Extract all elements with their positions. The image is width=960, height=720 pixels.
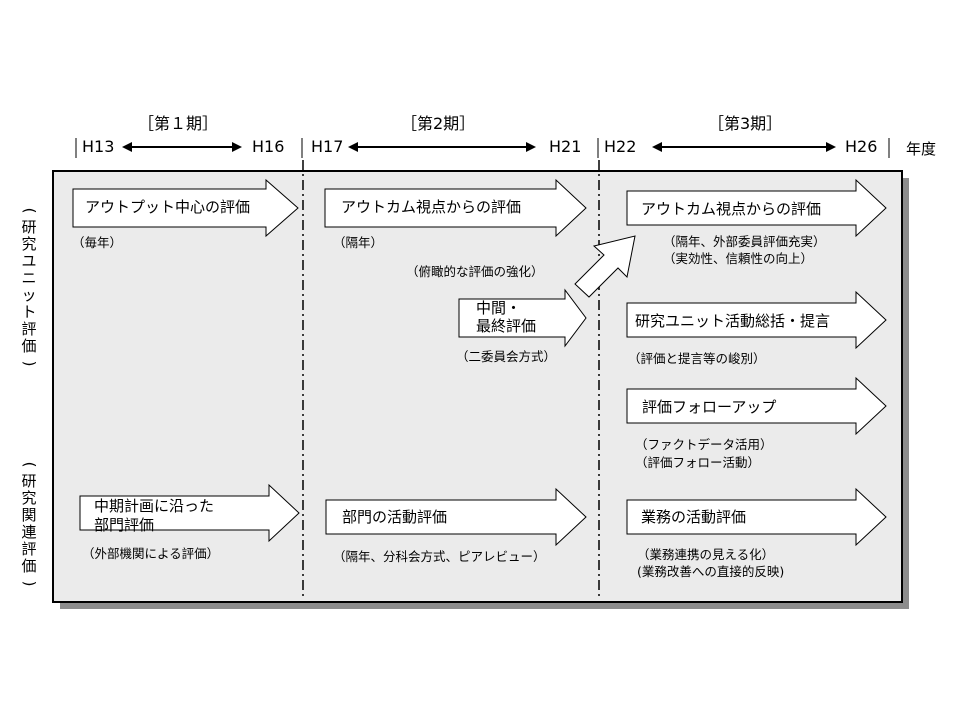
arrow-p3-summary [626, 290, 887, 350]
arrow-p3-follow [626, 376, 887, 436]
row-label-unit-eval: (研究ユニット評価) [20, 207, 39, 367]
arrow-p2-outcome [324, 178, 587, 238]
p3-related-note1: （業務連携の見える化） [637, 547, 775, 562]
p2-mid-arrow-line2: 最終評価 [476, 317, 537, 335]
year-h13: H13 [82, 137, 115, 156]
p3-unit-arrow-label: アウトカム視点からの評価 [641, 200, 822, 218]
year-h26: H26 [845, 137, 878, 156]
arrow-p2-mid-final [458, 288, 587, 348]
p1-unit-arrow-label: アウトプット中心の評価 [85, 198, 251, 216]
arrow-p1-related [79, 483, 300, 543]
arrow-p3-related [626, 487, 887, 547]
p2-mid-note: （二委員会方式） [456, 349, 557, 364]
period3-label: ［第3期］ [708, 114, 783, 133]
period3-arrow [652, 142, 836, 152]
p3-follow-note1: （ファクトデータ活用） [635, 437, 773, 452]
p2-unit-note: （隔年） [333, 235, 384, 250]
year-h21: H21 [549, 137, 582, 156]
p3-summary-arrow-label: 研究ユニット活動総括・提言 [635, 312, 831, 330]
p2-related-note: （隔年、分科会方式、ピアレビュー） [333, 549, 546, 564]
period1-arrow [122, 142, 242, 152]
p3-follow-note2: （評価フォロー活動） [635, 455, 761, 470]
year-unit: 年度 [906, 140, 937, 158]
p1-related-note: （外部機関による評価） [82, 546, 220, 561]
arrow-p2-related [325, 487, 587, 547]
p3-related-arrow-label: 業務の活動評価 [641, 508, 747, 526]
p2-unit-arrow-label: アウトカム視点からの評価 [341, 198, 522, 216]
arrow-diagonal-strength [574, 235, 636, 298]
row-label-related-eval: (研究関連評価) [20, 461, 39, 587]
p2-mid-arrow-line1: 中間・ [476, 299, 522, 317]
p1-related-arrow-line1: 中期計画に沿った [94, 497, 215, 515]
p3-unit-note2: （実効性、信頼性の向上） [663, 251, 814, 266]
period2-label: ［第2期］ [401, 114, 476, 133]
p1-unit-note: （毎年） [72, 235, 123, 250]
p3-unit-note1: （隔年、外部委員評価充実） [663, 234, 826, 249]
year-h17: H17 [311, 137, 344, 156]
p2-related-arrow-label: 部門の活動評価 [342, 508, 448, 526]
p3-follow-arrow-label: 評価フォローアップ [642, 398, 777, 416]
arrow-p1-output [72, 178, 299, 238]
period2-arrow [348, 142, 536, 152]
period1-label: ［第１期］ [138, 114, 219, 133]
arrow-p3-outcome [626, 178, 887, 238]
p1-related-arrow-line2: 部門評価 [94, 516, 155, 534]
year-h22: H22 [604, 137, 637, 156]
p2-strength-note: （俯瞰的な評価の強化） [406, 264, 544, 279]
year-h16: H16 [252, 137, 285, 156]
p3-summary-note: （評価と提言等の峻別） [628, 351, 766, 366]
p3-related-note2: (業務改善への直接的反映) [637, 564, 785, 579]
